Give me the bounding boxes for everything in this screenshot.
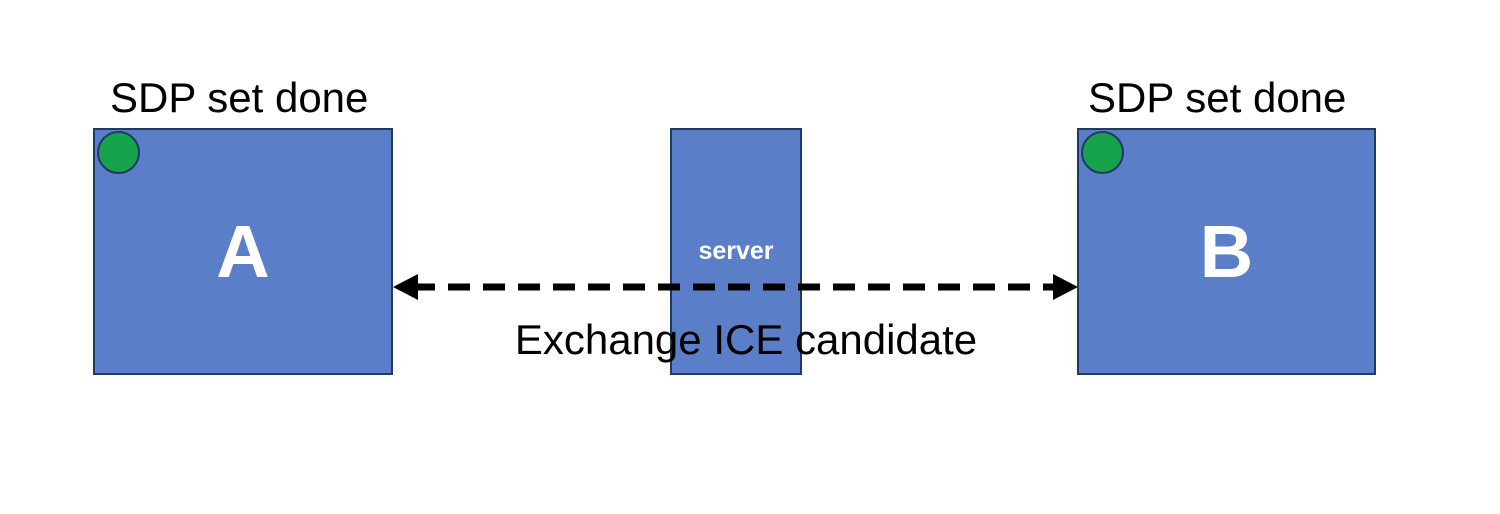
peer-a-status-dot-icon — [97, 131, 140, 174]
peer-b-status-label: SDP set done — [1088, 74, 1347, 121]
peer-a-status-label: SDP set done — [110, 74, 369, 121]
peer-a-box: A — [93, 128, 393, 375]
ice-exchange-arrow-icon — [393, 274, 1078, 300]
server-box: server — [670, 128, 802, 375]
peer-b-status-dot-icon — [1081, 131, 1124, 174]
arrow-head-right — [1053, 274, 1078, 300]
arrow-head-left — [393, 274, 418, 300]
ice-exchange-label: Exchange ICE candidate — [514, 316, 978, 363]
peer-b-label: B — [1199, 209, 1254, 293]
server-label: server — [698, 237, 774, 265]
peer-a-label: A — [216, 209, 270, 293]
peer-b-box: B — [1077, 128, 1376, 375]
